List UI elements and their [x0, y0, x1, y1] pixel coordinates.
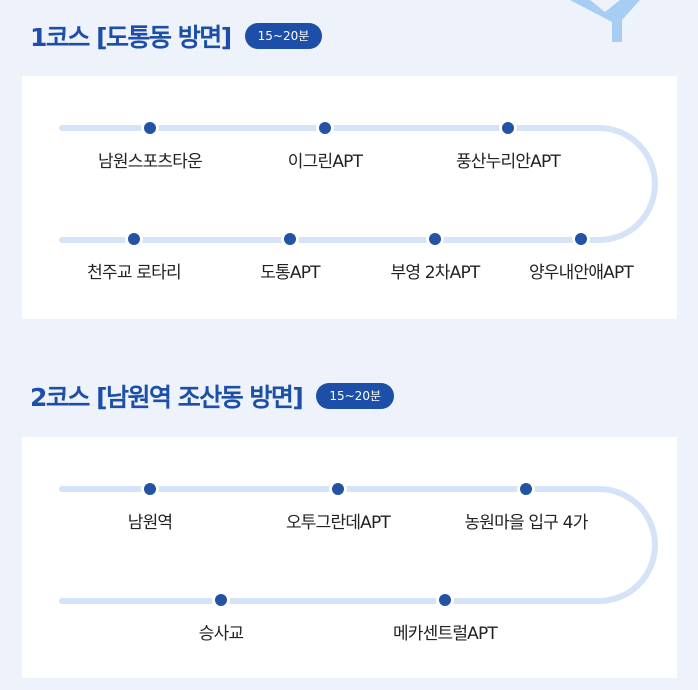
stop-dot — [436, 591, 454, 609]
course-2-stop: 오투그란데APT — [238, 480, 438, 533]
course-1-title: 1코스 [도통동 방면] — [30, 23, 232, 52]
stop-dot — [281, 230, 299, 248]
stop-dot — [141, 480, 159, 498]
course-2-title: 2코스 [남원역 조산동 방면] — [30, 383, 304, 412]
stop-dot — [212, 591, 230, 609]
course-2-stop: 농원마을 입구 4가 — [426, 480, 626, 533]
stop-dot — [499, 119, 517, 137]
stop-label: 농원마을 입구 4가 — [464, 513, 588, 533]
stop-label: 메카센트럴APT — [392, 624, 498, 644]
stop-label: 남원역 — [127, 513, 173, 533]
course-1-stop: 이그린APT — [225, 119, 425, 172]
course-1-header: 1코스 [도통동 방면] 15~20분 — [30, 18, 323, 54]
course-1-stop: 부영 2차APT — [335, 230, 535, 283]
stop-label: 풍산누리안APT — [455, 152, 561, 172]
course-2-card: 남원역 오투그란데APT 농원마을 입구 4가 승사교 메카센트럴APT — [22, 437, 677, 678]
stop-dot — [426, 230, 444, 248]
course-1-route-line — [59, 125, 658, 243]
stop-label: 남원스포츠타운 — [98, 152, 203, 172]
stop-dot — [316, 119, 334, 137]
stop-dot — [125, 230, 143, 248]
stop-label: 도통APT — [260, 263, 320, 283]
course-2-stop: 메카센트럴APT — [345, 591, 545, 644]
stop-dot — [141, 119, 159, 137]
course-1-stop: 도통APT — [190, 230, 390, 283]
course-1-stop: 남원스포츠타운 — [50, 119, 250, 172]
course-1-card: 남원스포츠타운 이그린APT 풍산누리안APT 천주교 로타리 도통APT 부영… — [22, 76, 677, 319]
stop-dot — [517, 480, 535, 498]
stop-dot — [572, 230, 590, 248]
course-1-stop: 양우내안애APT — [481, 230, 681, 283]
course-2-stop: 남원역 — [50, 480, 250, 533]
stop-label: 이그린APT — [287, 152, 363, 172]
stop-dot — [329, 480, 347, 498]
stop-label: 승사교 — [198, 624, 244, 644]
stop-label: 오투그란데APT — [285, 513, 391, 533]
decorative-arrow-icon — [570, 0, 640, 42]
course-2-header: 2코스 [남원역 조산동 방면] 15~20분 — [30, 378, 394, 414]
stop-label: 부영 2차APT — [390, 263, 480, 283]
course-1-stop: 풍산누리안APT — [408, 119, 608, 172]
course-2-stop: 승사교 — [121, 591, 321, 644]
stop-label: 양우내안애APT — [528, 263, 634, 283]
course-2-route-line — [59, 486, 658, 604]
course-1-stop: 천주교 로타리 — [34, 230, 234, 283]
course-1-time-badge: 15~20분 — [244, 23, 323, 49]
course-2-time-badge: 15~20분 — [316, 383, 394, 409]
stop-label: 천주교 로타리 — [87, 263, 181, 283]
